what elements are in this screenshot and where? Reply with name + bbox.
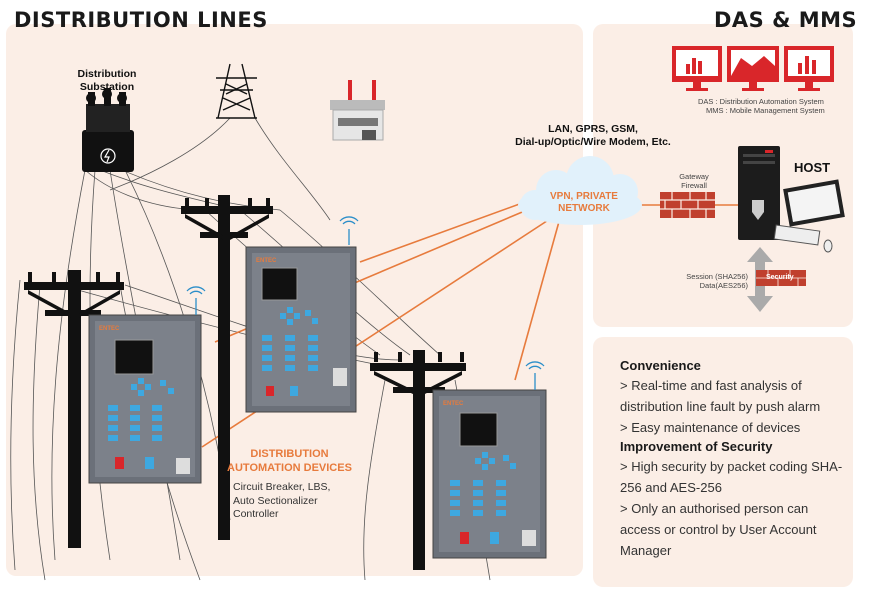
utility-poles: [24, 195, 466, 570]
session-label: Session (SHA256) Data(AES256): [686, 272, 748, 290]
security-title: Improvement of Security: [620, 439, 773, 454]
convenience-item-1: > Real-time and fast analysis of distrib…: [620, 378, 821, 414]
device-brand-3: ENTEC: [443, 401, 464, 407]
devices-description: Circuit Breaker, LBS, Auto Sectionalizer…: [233, 481, 331, 520]
factory-icon: [330, 80, 385, 141]
vpn-label: VPN, PRIVATE NETWORK: [550, 191, 618, 214]
features-panel: [593, 337, 853, 587]
vpn-cloud-icon: [518, 156, 642, 225]
device-brand-1: ENTEC: [256, 258, 277, 264]
das-mms-title: DAS & MMS: [714, 8, 858, 32]
firewall-icon: [660, 192, 715, 218]
controller-device-1: [245, 246, 357, 413]
devices-title: DISTRIBUTION AUTOMATION DEVICES: [227, 448, 352, 474]
security-arrow-icon: [747, 247, 806, 312]
device-brand-2: ENTEC: [99, 326, 120, 332]
security-item-1: > High security by packet coding SHA-256…: [620, 459, 843, 495]
substation-label: Distribution Substation: [77, 68, 137, 93]
das-mms-monitors-icon: [672, 46, 834, 91]
controller-device-3: [432, 389, 547, 559]
wifi-antenna-icons: [186, 216, 545, 390]
security-label: Security: [766, 274, 794, 281]
controller-device-2: [88, 314, 202, 484]
substation-transformer-icon: [82, 88, 134, 172]
host-label: HOST: [794, 160, 831, 175]
transmission-tower-icon: [216, 63, 257, 119]
gateway-label: Gateway Firewall: [679, 172, 709, 190]
features-text: Convenience > Real-time and fast analysi…: [620, 358, 845, 561]
security-item-2: > Only an authorised person can access o…: [620, 501, 817, 558]
convenience-item-2: > Easy maintenance of devices: [620, 420, 801, 435]
host-computer-icon: [738, 146, 845, 253]
distribution-lines-title: DISTRIBUTION LINES: [14, 8, 268, 32]
das-legend: DAS : Distribution Automation System: [698, 97, 824, 106]
network-types-label: LAN, GPRS, GSM, Dial-up/Optic/Wire Modem…: [515, 123, 671, 148]
mms-legend: MMS : Mobile Management System: [706, 106, 825, 115]
convenience-title: Convenience: [620, 358, 701, 373]
